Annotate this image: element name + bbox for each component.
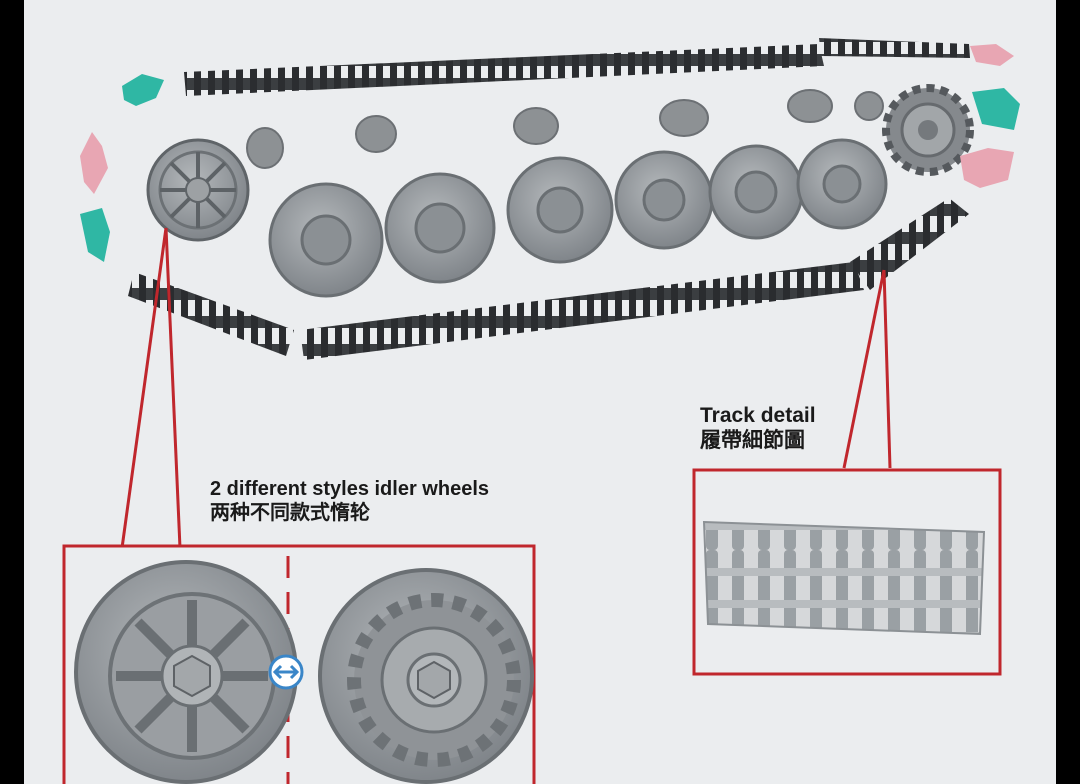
pink-parts <box>80 44 1014 194</box>
track-callout-title-zh: 履帶細節圖 <box>700 428 805 453</box>
track-callout-title-en: Track detail <box>700 404 816 427</box>
idler-wheel-style-b <box>318 568 534 784</box>
track-callout-label: Track detail 履帶細節圖 <box>700 404 816 452</box>
diagram-panel: 2 different styles idler wheels 两种不同款式惰轮… <box>24 0 1056 784</box>
idler-callout-label: 2 different styles idler wheels 两种不同款式惰轮 <box>210 478 489 524</box>
track-callout-box <box>692 468 1002 676</box>
hub-caps <box>246 89 884 169</box>
road-wheel <box>384 172 496 284</box>
track-detail-image <box>702 520 986 636</box>
drive-sprocket <box>882 84 974 176</box>
idler-wheel-style-a <box>74 560 298 784</box>
teal-parts <box>80 74 1020 262</box>
road-wheel <box>614 150 714 250</box>
road-wheel <box>268 182 384 298</box>
road-wheel <box>796 138 888 230</box>
idler-callout-title-zh: 两种不同款式惰轮 <box>210 500 370 524</box>
exploded-suspension-diagram <box>62 38 1020 784</box>
upper-track-run <box>184 38 970 96</box>
road-wheels <box>268 138 888 298</box>
idler-wheel-exploded <box>146 138 250 242</box>
road-wheel <box>708 144 804 240</box>
road-wheel <box>506 156 614 264</box>
swap-icon <box>268 654 304 690</box>
idler-callout-box <box>62 544 536 784</box>
callout-lines <box>120 227 892 549</box>
idler-callout-title-en: 2 different styles idler wheels <box>210 478 489 500</box>
